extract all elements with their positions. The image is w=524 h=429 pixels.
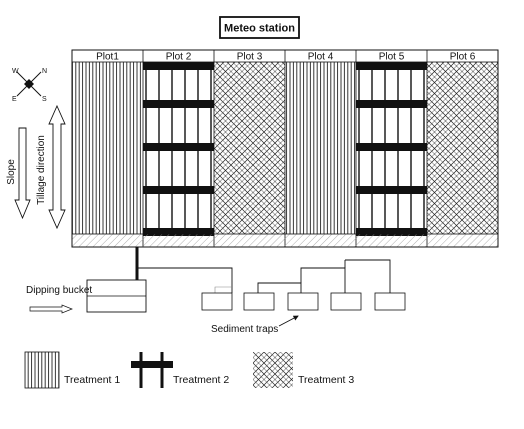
- plots: [71, 50, 498, 247]
- slope-arrow: Slope: [6, 127, 31, 220]
- legend-label: Treatment 3: [298, 374, 354, 386]
- compass-s: S: [42, 96, 47, 103]
- dipping-bucket-label: Dipping bucket: [26, 285, 92, 296]
- plot-body: [213, 50, 285, 247]
- sediment-traps-label: Sediment traps: [211, 324, 278, 335]
- plot-label: Plot 3: [237, 52, 263, 63]
- legend-label: Treatment 1: [64, 374, 120, 386]
- plot-label: Plot1: [96, 52, 119, 63]
- plot-body: [284, 50, 356, 247]
- tillage-label: Tillage direction: [36, 135, 47, 205]
- sediment-trap: [201, 292, 233, 311]
- sediment-trap: [330, 292, 362, 311]
- plot-label: Plot 4: [308, 52, 334, 63]
- dipping-bucket-arrow: [29, 304, 73, 314]
- legend: Treatment 1 Treatment 2 Treatment 3: [24, 351, 354, 389]
- slope-label: Slope: [6, 159, 17, 185]
- compass-icon: W N E S: [12, 68, 47, 103]
- legend-label: Treatment 2: [173, 374, 229, 386]
- legend-swatch-treatment-3: [253, 352, 293, 388]
- meteo-station-label: Meteo station: [224, 23, 295, 35]
- sediment-trap: [287, 292, 319, 311]
- collector-strip: [71, 233, 499, 248]
- sediment-trap: [374, 292, 406, 311]
- dipping-bucket: Dipping bucket: [26, 279, 147, 314]
- sediment-traps-arrow: [278, 315, 299, 327]
- legend-swatch-treatment-1: [24, 351, 60, 389]
- legend-swatch-treatment-2: [131, 352, 173, 388]
- compass-n: N: [42, 68, 47, 75]
- meteo-station: Meteo station: [219, 16, 300, 39]
- plot-body: [426, 50, 498, 247]
- compass-w: W: [12, 68, 19, 75]
- plot-label: Plot 5: [379, 52, 405, 63]
- plot-body: [71, 50, 143, 247]
- plot-body: [355, 50, 427, 247]
- sediment-traps: [201, 292, 406, 311]
- pipe-network-light: [214, 286, 232, 293]
- compass-e: E: [12, 96, 17, 103]
- plot-label: Plot 6: [450, 52, 476, 63]
- plot-frame: [71, 49, 499, 248]
- sediment-trap: [243, 292, 275, 311]
- pipe-network: [137, 259, 391, 293]
- plot-label: Plot 2: [166, 52, 192, 63]
- plot-body: [142, 50, 214, 247]
- tillage-arrow: Tillage direction: [36, 104, 66, 230]
